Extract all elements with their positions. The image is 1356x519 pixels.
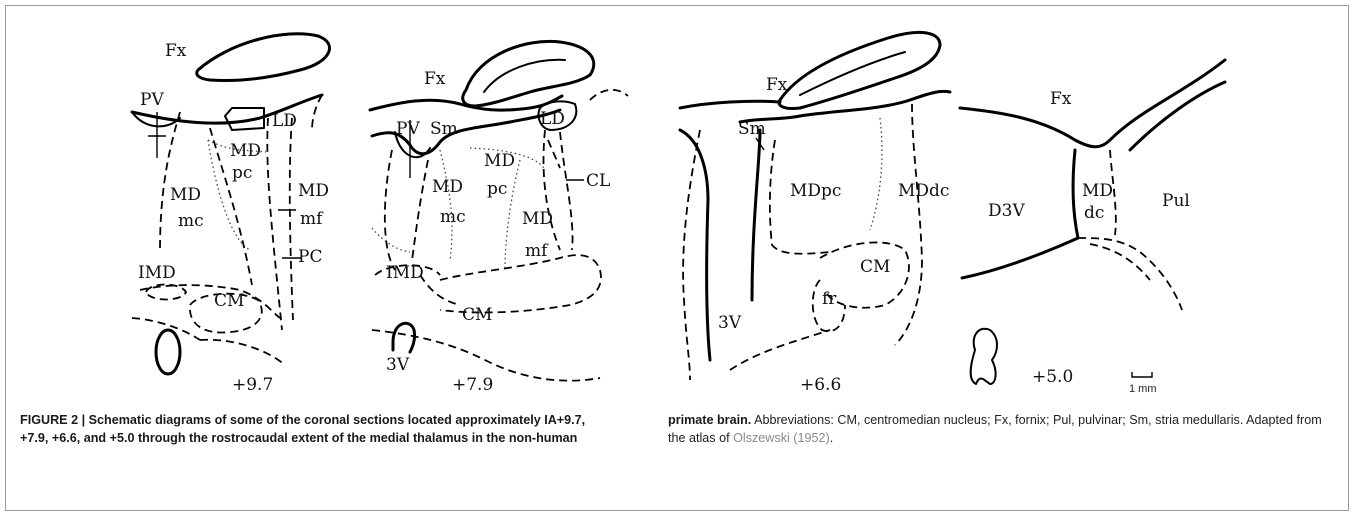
coordinate-label: +7.9	[452, 375, 493, 395]
label-pc: pc	[487, 179, 507, 199]
label-sm: Sm	[738, 119, 766, 139]
label-ld: LD	[540, 109, 565, 129]
label-mc: mc	[440, 207, 466, 227]
dorsal-border-3	[680, 101, 780, 108]
coordinate-label: +6.6	[800, 375, 841, 395]
label-fx: Fx	[165, 41, 187, 61]
bottom-oval-1	[156, 330, 180, 374]
cm-dashed-2	[440, 255, 601, 312]
fornix-inner-3	[800, 52, 905, 95]
label-imd: IMD	[386, 263, 424, 283]
lateral-dashed-3	[895, 104, 922, 345]
ventral-dashed-4	[1078, 238, 1182, 310]
md-left-border-4	[1073, 150, 1078, 238]
label-ld: LD	[272, 111, 297, 131]
label-cm: CM	[214, 291, 244, 311]
fornix-outline-2	[463, 41, 594, 106]
ventral-dot-dash-4	[1090, 244, 1150, 280]
label-sm: Sm	[430, 119, 458, 139]
fornix-outline-1	[197, 34, 330, 81]
scale-bar-4	[1132, 372, 1152, 377]
label-md: MD	[432, 177, 463, 197]
mf-dashed-2	[543, 130, 560, 250]
upper-right-dash-1	[312, 95, 322, 130]
label-mf: mf	[300, 209, 324, 229]
label-pul: Pul	[1162, 191, 1190, 211]
outer-dashed-1	[290, 118, 293, 320]
label-fx: Fx	[424, 69, 446, 89]
v3-right-wall-3	[752, 130, 760, 300]
label-pc-upper: PC	[298, 247, 322, 267]
label-3v: 3V	[718, 313, 742, 333]
label-mf: mf	[525, 241, 549, 261]
panel-2	[370, 41, 628, 380]
v3-left-wall-3	[680, 130, 710, 360]
label-cm: CM	[462, 305, 492, 325]
label-fx: Fx	[766, 75, 788, 95]
v3-shape-2	[393, 323, 415, 352]
label-cl: CL	[586, 171, 610, 191]
label-imd: IMD	[138, 263, 176, 283]
label-md: MD	[230, 141, 261, 161]
caption-left-column: FIGURE 2 | Schematic diagrams of some of…	[20, 412, 610, 447]
label-fr: fr	[822, 289, 837, 309]
panel-2-labels: Fx PV Sm LD MD pc MD mc CL MD mf IMD CM …	[386, 69, 610, 395]
caption-right-column: primate brain. Abbreviations: CM, centro…	[668, 412, 1333, 447]
caption-bold-lead: primate brain.	[668, 413, 751, 427]
scale-bar-label: 1 mm	[1129, 383, 1157, 395]
label-dc: dc	[1084, 203, 1104, 223]
cl-dashed-2	[548, 132, 573, 250]
label-fx: Fx	[1050, 89, 1072, 109]
mc-dashed-2	[412, 160, 428, 260]
medial-dashed-1	[160, 112, 180, 250]
label-md: MD	[170, 185, 201, 205]
label-mdpc: MDpc	[790, 181, 841, 201]
caption-end: .	[830, 431, 834, 445]
label-mc: mc	[178, 211, 204, 231]
panel-4-labels: Fx D3V MD dc Pul +5.0 1 mm	[988, 89, 1190, 395]
ventral-dashed-1	[140, 285, 280, 318]
ventral-border-4	[962, 238, 1078, 278]
label-md: MD	[522, 209, 553, 229]
lower-dashed-3	[730, 330, 830, 370]
label-pv: PV	[140, 90, 164, 110]
label-pv: PV	[396, 119, 420, 139]
mddc-dotted-3	[870, 118, 882, 230]
v3-outline-4	[971, 329, 997, 384]
outer-dashed-3	[683, 130, 700, 380]
label-d3v: D3V	[988, 201, 1025, 221]
label-md: MD	[484, 151, 515, 171]
label-md: MD	[298, 181, 329, 201]
label-md: MD	[1082, 181, 1113, 201]
schematic-figure: Fx PV LD MD pc MD mc MD mf PC IMD CM +9.…	[0, 0, 1356, 410]
medial-dashed-2	[385, 150, 395, 270]
coordinate-label: +9.7	[232, 375, 273, 395]
citation-link[interactable]: Olszewski (1952)	[733, 431, 830, 445]
label-3v: 3V	[386, 355, 410, 375]
outer-dashed-2	[590, 90, 628, 100]
lateral-dashed-1	[267, 118, 282, 330]
label-cm: CM	[860, 257, 890, 277]
coordinate-label: +5.0	[1032, 367, 1073, 387]
label-pc: pc	[232, 163, 252, 183]
panel-1	[132, 34, 330, 374]
label-mddc: MDdc	[898, 181, 949, 201]
